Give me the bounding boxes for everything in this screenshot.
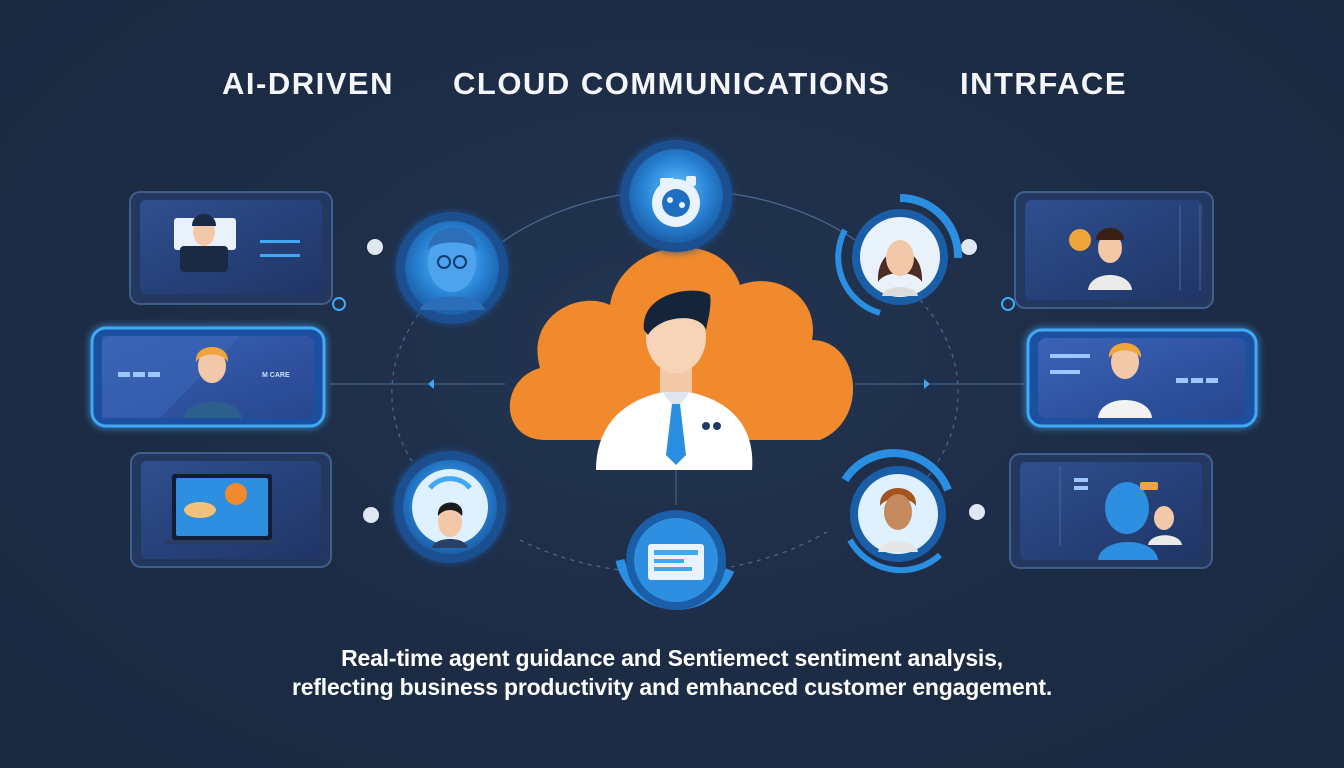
panel-left-middle-video-call[interactable]: M CARE bbox=[90, 326, 326, 428]
panel-right-bottom-ai-chat[interactable] bbox=[1009, 453, 1213, 569]
page-title: AI-DRIVEN CLOUD COMMUNICATIONS INTRFACE bbox=[0, 66, 1344, 110]
panel-left-bottom-laptop[interactable] bbox=[130, 452, 332, 568]
node-lower-left-agent[interactable] bbox=[394, 451, 506, 563]
caption-line-1: Real-time agent guidance and Sentiemect … bbox=[341, 645, 1003, 671]
panel-label: M CARE bbox=[262, 372, 290, 379]
title-word-cloud-communications: CLOUD COMMUNICATIONS bbox=[453, 66, 891, 101]
node-bottom-dashboard[interactable] bbox=[615, 510, 735, 610]
connector-dots bbox=[332, 239, 1015, 523]
caption-line-2: reflecting business productivity and emh… bbox=[291, 674, 1053, 700]
panel-right-middle-video-call[interactable] bbox=[1026, 328, 1258, 428]
panel-right-top-video-call[interactable] bbox=[1014, 191, 1214, 309]
node-upper-right-woman[interactable] bbox=[835, 194, 963, 316]
title-word-ai-driven: AI-DRIVEN bbox=[222, 66, 394, 101]
panel-left-top-video-call[interactable] bbox=[129, 191, 333, 305]
node-upper-left-agent[interactable] bbox=[396, 212, 508, 324]
node-lower-right-customer[interactable] bbox=[841, 449, 952, 574]
agent-avatar-icon bbox=[596, 290, 753, 470]
title-word-interface: INTRFACE bbox=[960, 66, 1127, 101]
node-top-robot[interactable] bbox=[620, 140, 732, 252]
